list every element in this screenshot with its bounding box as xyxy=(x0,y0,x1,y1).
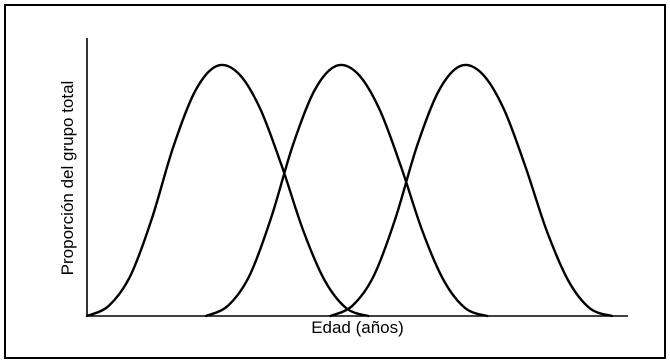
series-line-2 xyxy=(204,63,489,318)
series-line-3 xyxy=(329,63,613,318)
axes xyxy=(86,38,628,317)
series-line-1 xyxy=(85,63,370,318)
y-axis-label: Proporción del grupo total xyxy=(58,81,77,276)
series-group xyxy=(85,63,613,318)
x-axis-label: Edad (años) xyxy=(311,318,404,337)
